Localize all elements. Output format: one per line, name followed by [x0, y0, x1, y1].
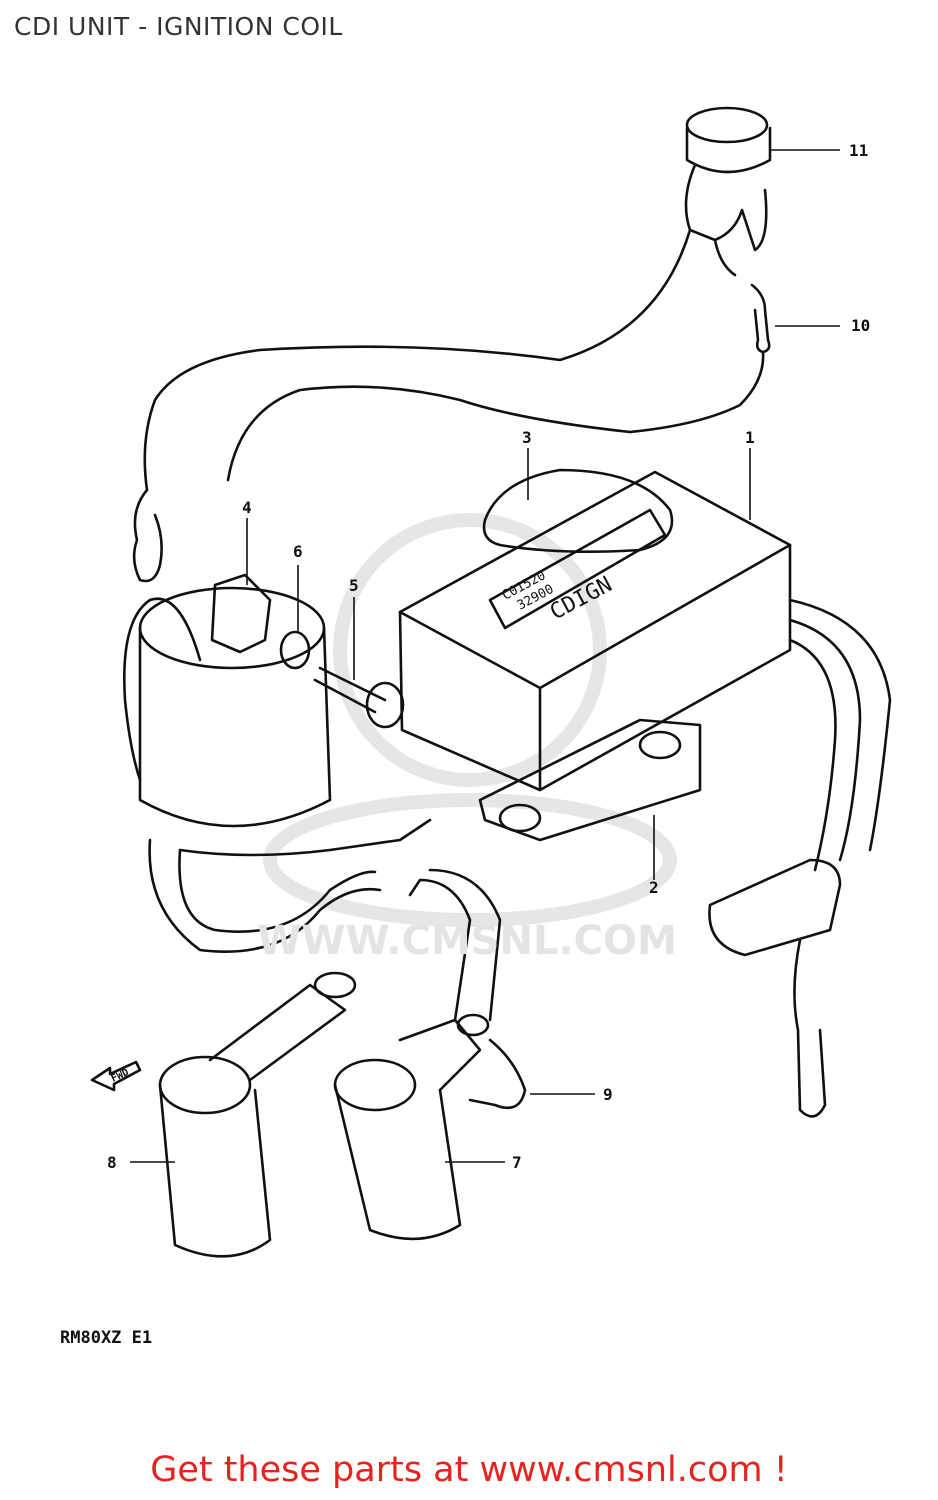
model-code: RM80XZ E1 — [60, 1328, 153, 1348]
watermark-logo — [263, 513, 677, 927]
callout-3: 3 — [522, 428, 532, 447]
callout-7: 7 — [512, 1153, 522, 1172]
callout-9: 9 — [603, 1085, 613, 1104]
plug-cap-part-7 — [333, 868, 502, 1241]
ground-wire — [226, 385, 632, 482]
callout-6: 6 — [293, 542, 303, 561]
watermark-text: WWW.CMSNL.COM — [257, 918, 677, 964]
wire-terminal-part-10 — [628, 283, 771, 434]
screw-part-5 — [313, 666, 405, 729]
callout-4: 4 — [242, 498, 252, 517]
ignition-coil-part-4 — [123, 573, 432, 953]
rubber-band-part-3 — [482, 468, 674, 553]
footer-link[interactable]: Get these parts at www.cmsnl.com ! — [150, 1450, 788, 1490]
forward-arrow: FWD — [90, 1060, 142, 1092]
callout-8: 8 — [107, 1153, 117, 1172]
bracket-part-2 — [478, 718, 702, 842]
kill-switch-part-11 — [684, 106, 772, 277]
callout-5: 5 — [349, 576, 359, 595]
callout-10: 10 — [851, 316, 871, 335]
page-title: CDI UNIT - IGNITION COIL — [14, 12, 343, 41]
callout-1: 1 — [745, 428, 755, 447]
ring-terminal — [132, 488, 163, 583]
leader-lines — [130, 149, 840, 1163]
clip-part-9 — [468, 1038, 527, 1110]
washer-part-6 — [279, 630, 311, 670]
kill-switch-wire — [143, 228, 692, 492]
plug-cap-part-8 — [158, 971, 357, 1258]
callout-11: 11 — [849, 141, 869, 160]
callout-2: 2 — [649, 878, 659, 897]
cdi-harness — [708, 598, 892, 1118]
